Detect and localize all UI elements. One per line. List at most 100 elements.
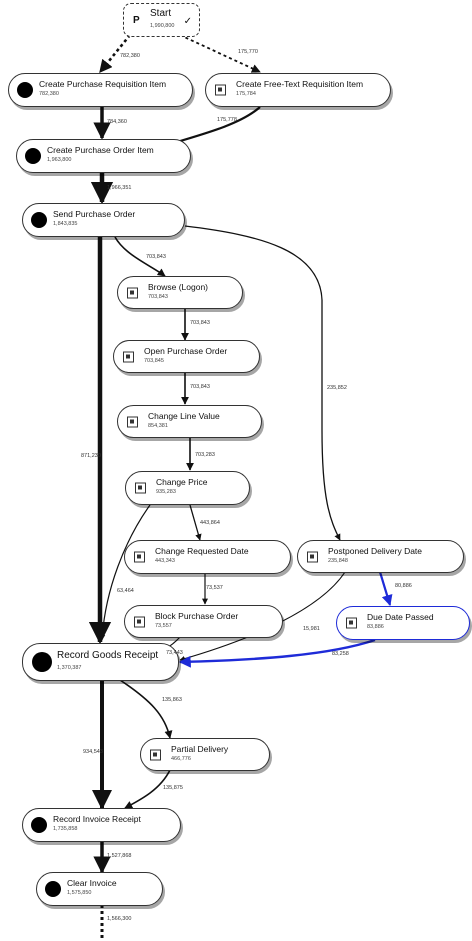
node-create-purchase-requisition-item[interactable]: Create Purchase Requisition Item 782,380 [8, 73, 193, 107]
node-count: 935,283 [156, 489, 176, 495]
edge-label: 871,230 [81, 453, 101, 459]
edge-send-po-browse [114, 236, 166, 277]
node-count: 235,848 [328, 558, 348, 564]
node-count: 703,843 [148, 294, 168, 300]
node-label: Change Line Value [148, 411, 220, 421]
edge-label: 703,843 [146, 254, 166, 260]
edge-label: 703,283 [195, 452, 215, 458]
check-icon: ✓ [183, 16, 192, 27]
activity-dot-icon [25, 148, 41, 164]
node-label: Create Purchase Requisition Item [39, 79, 167, 89]
activity-dot-icon [17, 82, 33, 98]
node-due-date-passed[interactable]: Due Date Passed 83,886 [336, 606, 470, 640]
node-count: 1,575,850 [67, 890, 92, 896]
activity-square-icon [135, 482, 146, 494]
edge-record-gr-partial [119, 679, 173, 739]
node-label: Due Date Passed [367, 612, 434, 622]
activity-square-icon [134, 551, 145, 563]
node-count: 175,784 [236, 91, 256, 97]
node-label: Send Purchase Order [53, 209, 136, 219]
edge-label: 15,981 [303, 626, 320, 632]
node-label: Partial Delivery [171, 744, 229, 754]
node-label: Change Price [156, 477, 208, 487]
node-partial-delivery[interactable]: Partial Delivery 466,776 [140, 738, 270, 771]
node-send-purchase-order[interactable]: Send Purchase Order 1,843,835 [22, 203, 185, 237]
edge-label: 63,464 [117, 588, 134, 594]
node-count: 1,843,835 [53, 221, 78, 227]
activity-square-icon [150, 749, 161, 760]
edge-label: 135,875 [163, 785, 183, 791]
edge-due-date-record-gr [178, 638, 376, 668]
edge-price-req-date [189, 504, 202, 541]
edge-label: 73,537 [206, 585, 223, 591]
activity-square-icon [215, 84, 226, 96]
edge-label: 135,863 [162, 697, 182, 703]
edge-label: 1,527,868 [107, 853, 132, 859]
node-label: Record Invoice Receipt [53, 814, 141, 824]
edge-label: 1,566,300 [107, 916, 132, 922]
node-label: Postponed Delivery Date [328, 546, 423, 556]
node-count: 1,735,858 [53, 826, 78, 832]
start-node[interactable]: P Start 1,990,800 ✓ [123, 3, 200, 37]
node-create-purchase-order-item[interactable]: Create Purchase Order Item 1,963,800 [16, 139, 191, 173]
node-label: Create Free-Text Requisition Item [236, 79, 364, 89]
node-label: Browse (Logon) [148, 282, 209, 292]
node-count: 782,380 [39, 91, 59, 97]
node-browse-logon[interactable]: Browse (Logon) 703,843 [117, 276, 243, 309]
edge-label: 83,258 [332, 651, 349, 657]
edge-label: 703,843 [190, 384, 210, 390]
node-label: Record Goods Receipt [57, 650, 159, 661]
activity-square-icon [127, 416, 138, 427]
edge-label: 175,770 [238, 49, 258, 55]
node-count: 1,370,387 [57, 665, 82, 671]
edge-postponed-due-date [378, 571, 393, 607]
node-record-invoice-receipt[interactable]: Record Invoice Receipt 1,735,858 [22, 808, 181, 842]
edge-label: 782,380 [120, 53, 140, 59]
node-count: 1,963,800 [47, 157, 72, 163]
node-block-purchase-order[interactable]: Block Purchase Order 73,557 [124, 605, 283, 638]
edge-label: 703,843 [190, 320, 210, 326]
activity-square-icon [134, 616, 145, 627]
node-open-purchase-order[interactable]: Open Purchase Order 703,845 [113, 340, 260, 373]
activity-square-icon [123, 351, 134, 362]
edge-label: 175,778 [217, 117, 237, 123]
activity-square-icon [127, 287, 138, 298]
edge-label: 73,443 [166, 650, 183, 656]
node-change-requested-date[interactable]: Change Requested Date 443,343 [124, 540, 291, 574]
edge-start-create-pr [98, 34, 132, 74]
start-count: 1,990,800 [150, 23, 175, 29]
edge-label: 80,886 [395, 583, 412, 589]
activity-square-icon [307, 551, 318, 562]
node-clear-invoice[interactable]: Clear Invoice 1,575,850 [36, 872, 163, 906]
edge-send-po-postponed [184, 225, 341, 541]
activity-dot-icon [31, 212, 47, 228]
edge-partial-record-ir [124, 769, 171, 809]
node-count: 83,886 [367, 624, 384, 630]
edge-label: 443,864 [200, 520, 220, 526]
node-change-line-value[interactable]: Change Line Value 854,381 [117, 405, 262, 438]
start-label: Start [150, 8, 172, 19]
edge-label: 934,543 [83, 749, 103, 755]
edge-price-record-gr [99, 504, 151, 641]
edge-label: 784,360 [107, 119, 127, 125]
edge-label: 1,966,351 [107, 185, 132, 191]
node-postponed-delivery-date[interactable]: Postponed Delivery Date 235,848 [297, 540, 464, 573]
node-count: 854,381 [148, 423, 168, 429]
edge-start-create-ft [179, 34, 261, 73]
node-create-free-text-requisition-item[interactable]: Create Free-Text Requisition Item 175,78… [205, 73, 391, 107]
node-count: 466,776 [171, 756, 191, 762]
node-record-goods-receipt[interactable]: Record Goods Receipt 1,370,387 [22, 643, 179, 681]
node-count: 443,343 [155, 558, 175, 564]
node-label: Change Requested Date [155, 546, 249, 556]
node-label: Open Purchase Order [144, 346, 228, 356]
activity-dot-icon [31, 817, 47, 833]
node-label: Create Purchase Order Item [47, 145, 154, 155]
activity-square-icon [346, 617, 357, 629]
node-label: Clear Invoice [67, 878, 117, 888]
node-count: 73,557 [155, 623, 172, 629]
play-icon: P [133, 15, 140, 26]
edge-label: 235,852 [327, 385, 347, 391]
node-count: 703,845 [144, 358, 164, 364]
activity-dot-icon [45, 881, 61, 897]
node-change-price[interactable]: Change Price 935,283 [125, 471, 250, 505]
